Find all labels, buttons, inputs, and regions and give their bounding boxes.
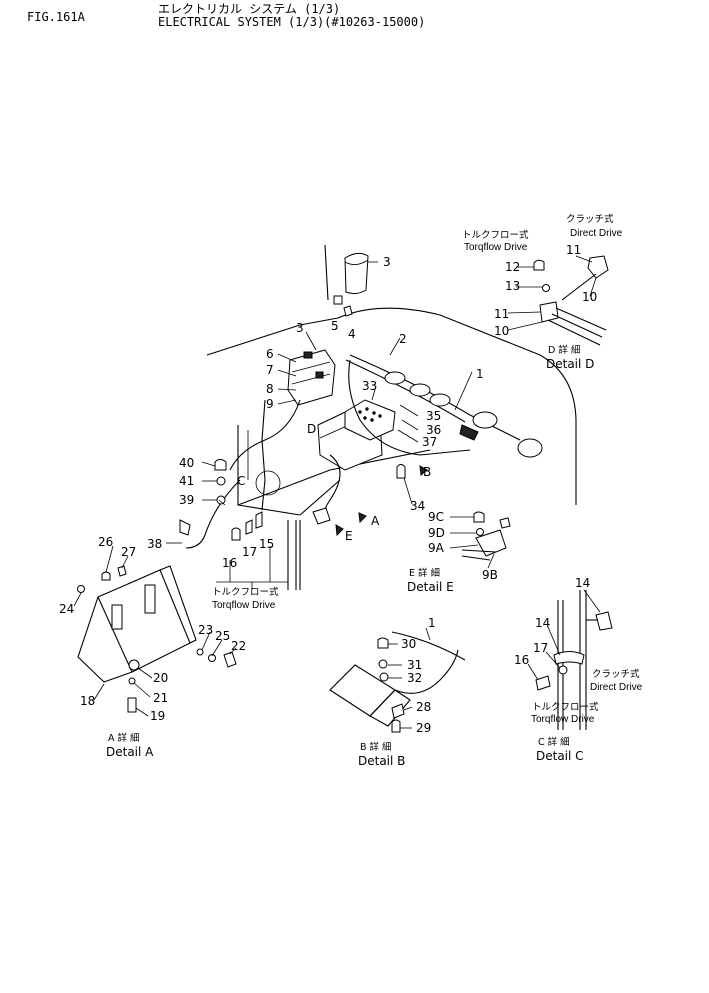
detail-a-27: 27 [121, 545, 136, 559]
callout-17: 17 [242, 545, 257, 559]
view-marker-b: B [423, 465, 431, 479]
detail-e-caption-jp: E 詳 細 [409, 567, 440, 579]
callout-3: 3 [296, 321, 304, 335]
detail-a-23: 23 [198, 623, 213, 637]
detail-c-17: 17 [533, 641, 548, 655]
callout-1: 1 [476, 367, 484, 381]
detail-a-22: 22 [231, 639, 246, 653]
callout-16: 16 [222, 556, 237, 570]
detail-b-32: 32 [407, 671, 422, 685]
callout-41: 41 [179, 474, 194, 488]
main-assembly [166, 244, 577, 590]
callout-9: 9 [266, 397, 274, 411]
callout-4: 4 [348, 327, 356, 341]
detail-c-16: 16 [514, 653, 529, 667]
detail-a-caption-en: Detail A [106, 745, 154, 759]
detail-b-29: 29 [416, 721, 431, 735]
detail-d-10a: 10 [582, 290, 597, 304]
detail-d-direct-en: Direct Drive [570, 228, 623, 239]
detail-b: 1 30 31 32 28 29 B 詳 細 Detail B [329, 616, 466, 768]
callout-7: 7 [266, 363, 274, 377]
view-marker-c: C [237, 474, 245, 488]
callout-15: 15 [259, 537, 274, 551]
detail-d-12: 12 [505, 260, 520, 274]
callout-5: 5 [331, 319, 339, 333]
callout-35: 35 [426, 409, 441, 423]
detail-b-1: 1 [428, 616, 436, 630]
detail-e-9b: 9B [482, 568, 498, 582]
detail-c-torq-en: Torqflow Drive [531, 714, 595, 725]
detail-a-26: 26 [98, 535, 113, 549]
main-variant-jp: トルクフロー式 [212, 586, 279, 598]
detail-a-caption-jp: A 詳 細 [108, 732, 140, 744]
detail-d-13: 13 [505, 279, 520, 293]
view-marker-d: D [307, 422, 316, 436]
detail-c-14b: 14 [535, 616, 550, 630]
callout-40: 40 [179, 456, 194, 470]
callout-2: 2 [399, 332, 407, 346]
detail-e-9c: 9C [428, 510, 444, 524]
detail-c-direct-en: Direct Drive [590, 682, 643, 693]
callout-34: 34 [410, 499, 425, 513]
detail-d-11a: 11 [566, 243, 581, 257]
callout-37: 37 [422, 435, 437, 449]
detail-a-25: 25 [215, 629, 230, 643]
callout-36: 36 [426, 423, 441, 437]
detail-b-31: 31 [407, 658, 422, 672]
detail-e-9d: 9D [428, 526, 445, 540]
detail-b-caption-en: Detail B [358, 754, 405, 768]
detail-d: クラッチ式 Direct Drive トルクフロー式 Torqflow Driv… [462, 213, 623, 371]
detail-c-direct-jp: クラッチ式 [592, 668, 640, 680]
detail-a-21: 21 [153, 691, 168, 705]
detail-a-19: 19 [150, 709, 165, 723]
callout-8: 8 [266, 382, 274, 396]
detail-d-direct-jp: クラッチ式 [566, 213, 614, 225]
detail-d-torq-en: Torqflow Drive [464, 242, 528, 253]
detail-d-caption-jp: D 詳 細 [548, 344, 580, 356]
view-marker-a: A [371, 514, 380, 528]
detail-b-30: 30 [401, 637, 416, 651]
detail-d-11b: 11 [494, 307, 509, 321]
title-japanese: エレクトリカル システム (1/3) [158, 2, 341, 16]
detail-a: 26 27 24 18 23 25 22 20 21 19 A 詳 細 Deta… [59, 535, 246, 759]
detail-c-14a: 14 [575, 576, 590, 590]
detail-b-28: 28 [416, 700, 431, 714]
detail-b-caption-jp: B 詳 細 [360, 741, 392, 753]
figure-number: FIG.161A [27, 10, 85, 24]
detail-c-torq-jp: トルクフロー式 [532, 701, 599, 713]
detail-d-caption-en: Detail D [546, 357, 594, 371]
detail-d-torq-jp: トルクフロー式 [462, 229, 529, 241]
detail-e-caption-en: Detail E [407, 580, 454, 594]
view-marker-e: E [345, 529, 353, 543]
callout-38: 38 [147, 537, 162, 551]
detail-c: 14 14 17 16 クラッチ式 Direct Drive トルクフロー式 T… [514, 576, 643, 763]
callout-33: 33 [362, 379, 377, 393]
title-english: ELECTRICAL SYSTEM (1/3)(#10263-15000) [158, 15, 426, 29]
main-variant-en: Torqflow Drive [212, 600, 276, 611]
detail-c-caption-en: Detail C [536, 749, 584, 763]
main-callouts: 1 2 3 3 4 5 6 7 8 9 33 35 36 37 34 38 39… [147, 255, 484, 611]
detail-e: 9C 9D 9A 9B E 詳 細 Detail E [407, 510, 511, 594]
detail-c-caption-jp: C 詳 細 [538, 736, 570, 748]
detail-a-24: 24 [59, 602, 74, 616]
callout-3-top: 3 [383, 255, 391, 269]
callout-6: 6 [266, 347, 274, 361]
detail-e-9a: 9A [428, 541, 445, 555]
detail-d-10b: 10 [494, 324, 509, 338]
detail-a-20: 20 [153, 671, 168, 685]
callout-39: 39 [179, 493, 194, 507]
detail-a-18: 18 [80, 694, 95, 708]
